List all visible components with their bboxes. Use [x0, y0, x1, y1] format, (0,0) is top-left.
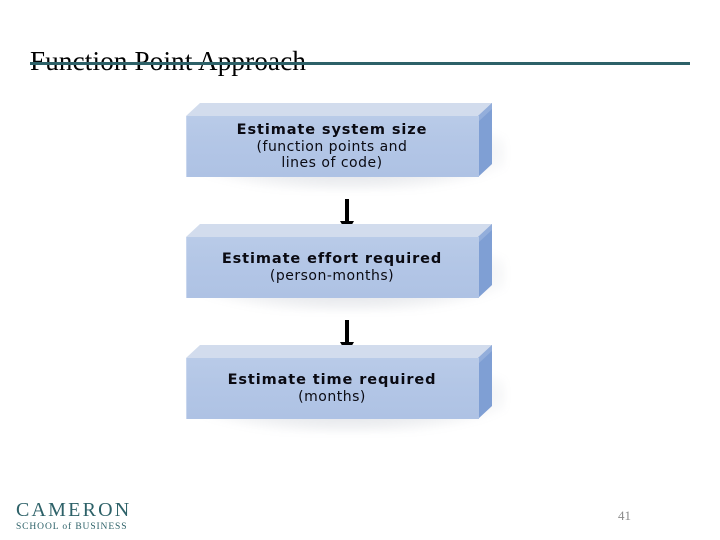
box-3d-bevel — [186, 224, 492, 298]
box-label-sub: (months) — [298, 388, 366, 405]
box-label-sub2: lines of code) — [281, 154, 383, 171]
box-front-face — [186, 116, 479, 177]
box-label-group: Estimate system size (function points an… — [186, 116, 478, 177]
flow-box-estimate-system-size[interactable]: Estimate system size (function points an… — [186, 103, 506, 191]
box-label-main: Estimate time required — [227, 371, 437, 388]
logo-subtitle: SCHOOL of BUSINESS — [16, 522, 128, 532]
logo-name: CAMERON — [16, 499, 132, 521]
cameron-school-of-business-logo: CAMERON SCHOOL of BUSINESS — [16, 500, 131, 533]
box-3d-bevel — [186, 103, 492, 177]
box-label-group: Estimate effort required (person-months) — [186, 237, 478, 298]
box-label-group: Estimate time required (months) — [186, 358, 478, 419]
arrow-stem — [345, 320, 349, 344]
box-front-face — [186, 237, 479, 298]
arrow-stem — [345, 199, 349, 223]
page-number: 41 — [618, 508, 631, 523]
flow-box-estimate-time-required[interactable]: Estimate time required (months) — [186, 345, 506, 433]
box-label-sub: (person-months) — [269, 267, 395, 284]
box-label-sub: (function points and — [256, 138, 408, 155]
box-label-main: Estimate effort required — [221, 250, 443, 267]
box-3d-bevel — [186, 345, 492, 419]
page-title: Function Point Approach — [30, 46, 306, 77]
title-divider — [30, 62, 690, 65]
flow-box-estimate-effort-required[interactable]: Estimate effort required (person-months) — [186, 224, 506, 312]
box-label-main: Estimate system size — [236, 121, 428, 138]
box-front-face — [186, 358, 479, 419]
